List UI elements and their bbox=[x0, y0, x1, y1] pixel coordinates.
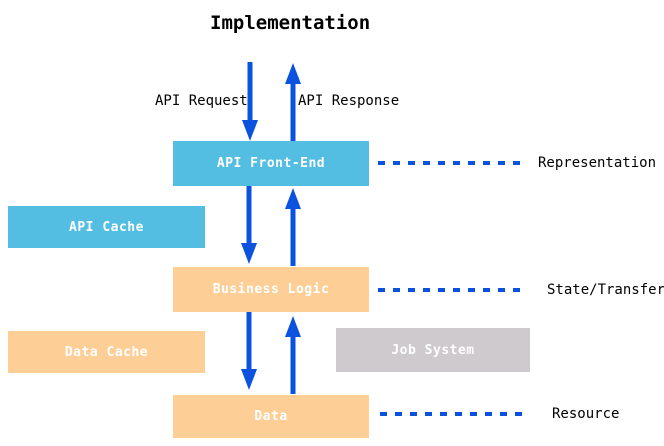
data-box: Data bbox=[173, 395, 369, 438]
business-logic-label: Business Logic bbox=[212, 282, 330, 297]
api-front-end-label: API Front-End bbox=[216, 156, 326, 171]
job-system-label: Job System bbox=[391, 342, 475, 358]
api-cache-label: API Cache bbox=[69, 219, 144, 235]
representation-layer-label: Representation bbox=[538, 155, 657, 171]
data-cache-label: Data Cache bbox=[64, 344, 149, 360]
logic-to-frontend-arrow-head bbox=[285, 188, 301, 209]
job-system-box: Job System bbox=[336, 328, 530, 372]
data-label: Data bbox=[254, 409, 288, 424]
state-transfer-layer-label: State/Transfer bbox=[547, 282, 664, 298]
frontend-to-logic-arrow-head bbox=[241, 243, 257, 264]
api-response-label: API Response bbox=[298, 93, 400, 109]
business-logic-box: Business Logic bbox=[173, 267, 369, 312]
diagram-title: Implementation bbox=[210, 12, 371, 34]
logic-to-data-arrow-head bbox=[241, 369, 257, 390]
api-response-arrow-head bbox=[285, 63, 301, 84]
resource-layer-label: Resource bbox=[552, 406, 620, 422]
api-request-label: API Request bbox=[155, 93, 248, 109]
api-front-end-box: API Front-End bbox=[173, 141, 369, 186]
data-cache-box: Data Cache bbox=[8, 331, 205, 373]
api-cache-box: API Cache bbox=[8, 206, 205, 248]
api-request-arrow-head bbox=[242, 120, 258, 141]
data-to-logic-arrow-head bbox=[285, 316, 301, 337]
